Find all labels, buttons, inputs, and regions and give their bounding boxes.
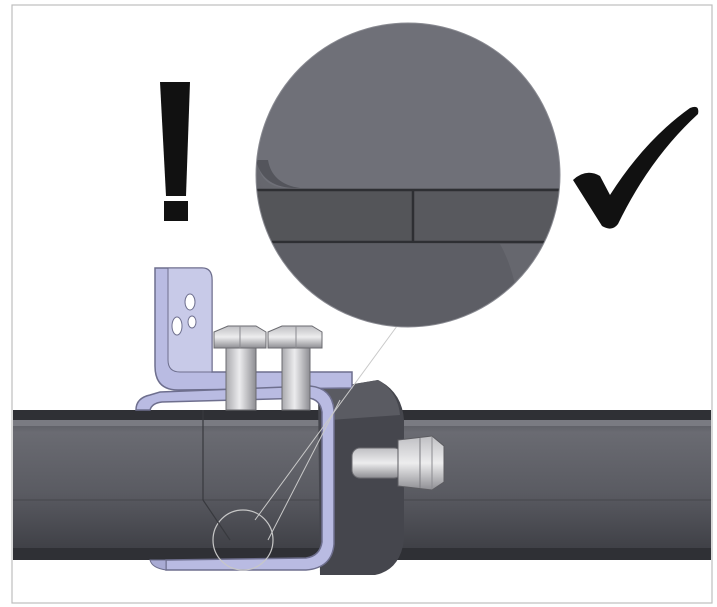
check-symbol-text: ✔ — [0, 0, 1, 1]
warning-symbol-text: ! — [0, 0, 1, 1]
exclamation-icon — [160, 82, 190, 221]
magnifier-callout — [255, 22, 561, 328]
mounting-bracket — [135, 267, 353, 571]
vertical-bolt-left — [213, 325, 267, 411]
side-bolt — [351, 435, 445, 491]
check-mark-icon — [573, 106, 699, 229]
vertical-bolt-right — [267, 325, 323, 411]
callout-leader-line — [254, 321, 401, 521]
detail-marker-circle — [212, 509, 274, 571]
